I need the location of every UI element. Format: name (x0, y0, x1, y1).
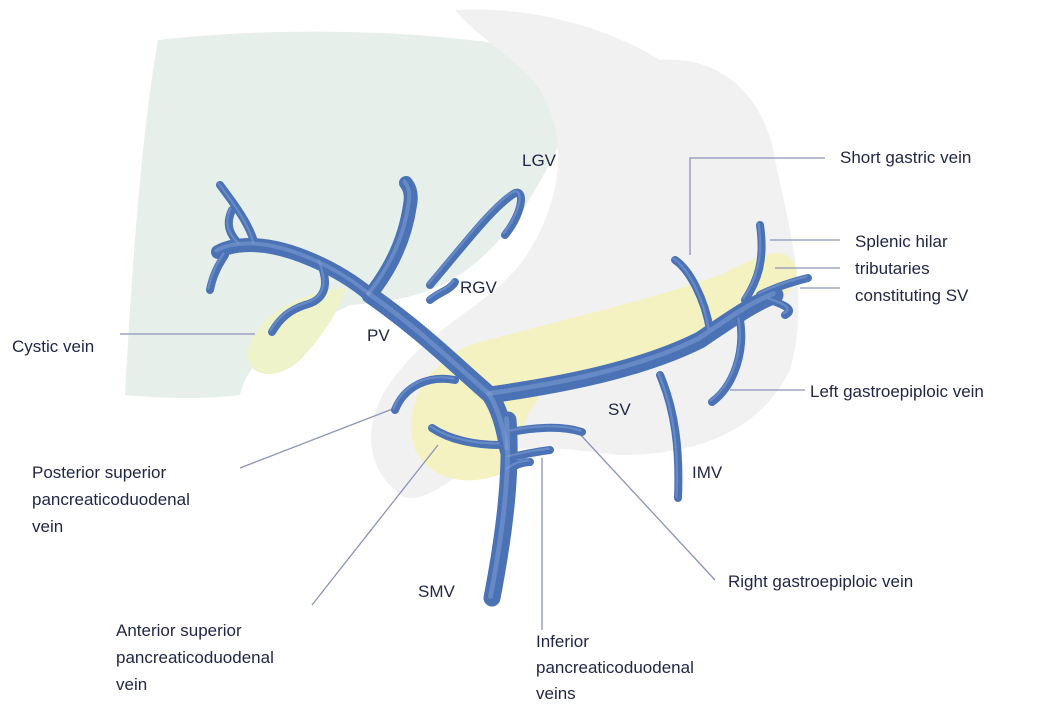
label-lgv: LGV (522, 151, 556, 171)
label-pspd-line2: pancreaticoduodenal (32, 490, 190, 510)
label-aspd-line1: Anterior superior (116, 621, 242, 641)
label-ipd-line2: pancreaticoduodenal (536, 658, 694, 678)
label-sv: SV (608, 400, 631, 420)
label-pspd-line3: vein (32, 517, 63, 537)
label-aspd-line3: vein (116, 675, 147, 695)
label-splenic-hilar-line3: constituting SV (855, 286, 968, 306)
label-left-gastroepiploic-vein: Left gastroepiploic vein (810, 382, 984, 402)
leader-aspd (312, 445, 438, 605)
label-ipd-line1: Inferior (536, 632, 589, 652)
label-pv: PV (367, 326, 390, 346)
label-aspd-line2: pancreaticoduodenal (116, 648, 274, 668)
label-splenic-hilar-line1: Splenic hilar (855, 232, 948, 252)
leader-rgev (578, 432, 715, 580)
label-imv: IMV (692, 463, 722, 483)
label-splenic-hilar-line2: tributaries (855, 259, 930, 279)
label-short-gastric-vein: Short gastric vein (840, 148, 971, 168)
label-rgv: RGV (460, 278, 497, 298)
label-ipd-line3: veins (536, 684, 576, 704)
label-smv: SMV (418, 582, 455, 602)
label-rgev: Right gastroepiploic vein (728, 572, 913, 592)
label-pspd-line1: Posterior superior (32, 463, 166, 483)
label-cystic-vein: Cystic vein (12, 337, 94, 357)
